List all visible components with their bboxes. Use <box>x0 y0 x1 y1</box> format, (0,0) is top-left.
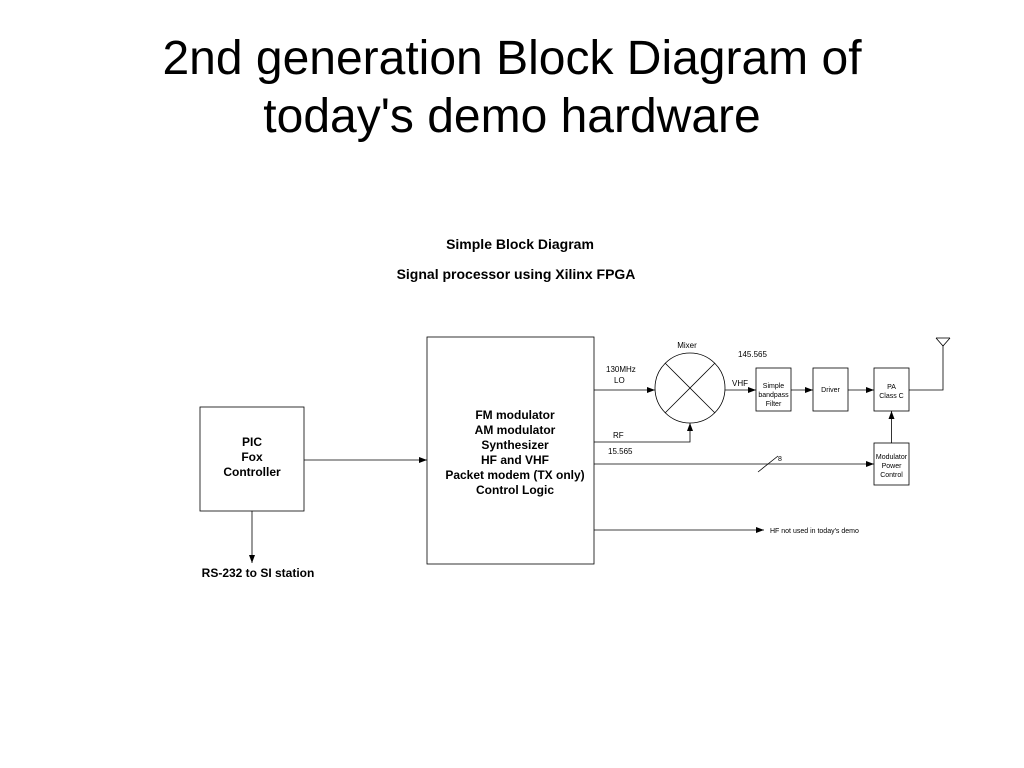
bus-width-slash <box>757 455 779 473</box>
bus-width-label: 8 <box>778 456 782 463</box>
pic-controller-block: PIC Fox Controller <box>199 406 305 512</box>
pic-block-line: Fox <box>241 450 263 464</box>
filter-block-line: Simple <box>763 383 785 390</box>
fpga-block-line: Synthesizer <box>481 438 549 452</box>
vhf-label: VHF <box>732 379 748 388</box>
pa-block-line: Class C <box>879 393 904 400</box>
filter-block-line: bandpass <box>758 392 789 399</box>
slide-title: 2nd generation Block Diagram of today's … <box>0 30 1024 146</box>
rf-freq-label: 15.565 <box>608 447 633 456</box>
modulator-block-line: Modulator <box>876 454 908 461</box>
driver-label: Driver <box>821 387 840 394</box>
fpga-block-line: Control Logic <box>476 483 554 497</box>
fpga-block-line: Packet modem (TX only) <box>445 468 584 482</box>
diagram-title: Simple Block Diagram <box>446 236 594 252</box>
pa-block-line: PA <box>887 384 896 391</box>
modulator-block-line: Power <box>882 463 903 470</box>
modulator-block-line: Control <box>880 472 903 479</box>
rs232-label: RS-232 to SI station <box>202 566 315 580</box>
diagram-subtitle: Signal processor using Xilinx FPGA <box>397 266 636 282</box>
hf-note-label: HF not used in today's demo <box>770 528 859 535</box>
pa-to-antenna-line <box>909 345 944 391</box>
fpga-block: FM modulator AM modulator Synthesizer HF… <box>426 336 595 565</box>
mixer-symbol <box>654 352 726 424</box>
bandpass-filter-block: Simple bandpass Filter <box>755 367 792 412</box>
driver-block: Driver <box>812 367 849 412</box>
lo-label: LO <box>614 376 625 385</box>
pic-block-line: Controller <box>223 465 281 479</box>
slide-title-line1: 2nd generation Block Diagram of <box>162 32 862 85</box>
rf-label: RF <box>613 431 624 440</box>
vhf-freq-label: 145.565 <box>738 350 767 359</box>
pic-block-line: PIC <box>242 435 262 449</box>
antenna-icon <box>935 337 951 347</box>
pa-block: PA Class C <box>873 367 910 412</box>
filter-block-line: Filter <box>766 401 782 408</box>
fpga-block-line: HF and VHF <box>481 453 549 467</box>
mixer-label: Mixer <box>677 341 697 350</box>
fpga-block-line: AM modulator <box>475 423 556 437</box>
slide-title-line2: today's demo hardware <box>263 90 761 143</box>
fpga-block-line: FM modulator <box>475 408 555 422</box>
modulator-power-control-block: Modulator Power Control <box>873 442 910 486</box>
lo-freq-label: 130MHz <box>606 365 636 374</box>
rf-arrow <box>594 423 693 443</box>
